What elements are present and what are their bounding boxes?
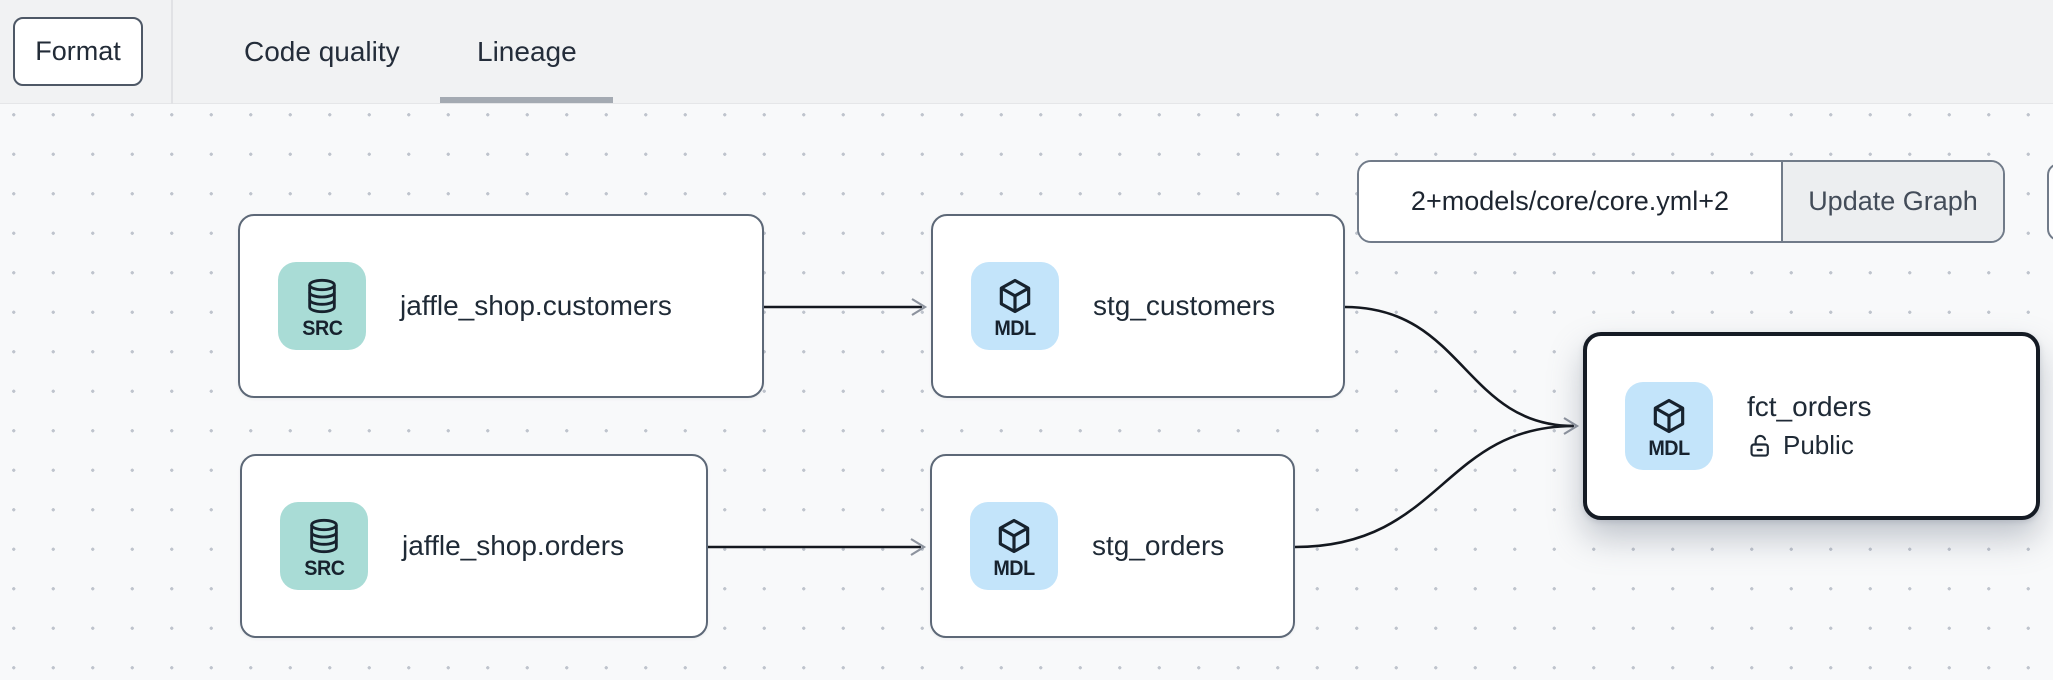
- edge-stgcustomers-to-fct: [1344, 305, 1575, 428]
- lineage-node-jaffle-shop-orders[interactable]: SRC jaffle_shop.orders: [240, 454, 708, 638]
- node-access-row: Public: [1747, 430, 1872, 461]
- database-icon: [308, 278, 336, 313]
- edge-arrowhead-icon: [911, 298, 928, 316]
- lineage-node-jaffle-shop-customers[interactable]: SRC jaffle_shop.customers: [238, 214, 764, 398]
- lineage-node-stg-orders[interactable]: MDL stg_orders: [930, 454, 1295, 638]
- model-type-icon: MDL: [970, 502, 1058, 590]
- unlock-icon: [1750, 434, 1769, 457]
- node-label: stg_orders: [1092, 530, 1225, 561]
- node-access-label: Public: [1783, 430, 1854, 460]
- tab-lineage[interactable]: Lineage: [477, 36, 577, 67]
- node-label: jaffle_shop.orders: [402, 530, 625, 561]
- node-label: fct_orders: [1747, 391, 1872, 422]
- node-text-block: fct_orders Public: [1747, 391, 1872, 461]
- toolbar-divider: [171, 0, 173, 104]
- lineage-node-fct-orders-selected[interactable]: MDL fct_orders Public: [1583, 332, 2040, 520]
- model-type-icon: MDL: [971, 262, 1059, 350]
- active-tab-underline: [440, 97, 613, 103]
- lineage-edges: [708, 298, 1580, 556]
- cube-icon: [999, 278, 1031, 313]
- node-label: jaffle_shop.customers: [400, 290, 672, 321]
- cube-icon: [1653, 398, 1685, 433]
- lineage-canvas[interactable]: SRC jaffle_shop.customers MDL stg_custom…: [0, 104, 2053, 680]
- node-type-badge: MDL: [994, 316, 1036, 340]
- edge-arrowhead-icon: [1563, 417, 1580, 435]
- cube-icon: [998, 518, 1030, 553]
- source-type-icon: SRC: [278, 262, 366, 350]
- lineage-selector-group: Update Graph: [1357, 160, 2005, 243]
- node-type-badge: SRC: [301, 316, 343, 340]
- update-graph-button[interactable]: Update Graph: [1781, 162, 2003, 241]
- partial-right-button[interactable]: [2047, 163, 2053, 241]
- node-type-badge: MDL: [993, 556, 1035, 580]
- model-type-icon: MDL: [1625, 382, 1713, 470]
- database-icon: [310, 518, 338, 553]
- lineage-node-stg-customers[interactable]: MDL stg_customers: [931, 214, 1345, 398]
- tab-code-quality[interactable]: Code quality: [244, 36, 400, 67]
- node-type-badge: MDL: [1648, 436, 1690, 460]
- source-type-icon: SRC: [280, 502, 368, 590]
- node-type-badge: SRC: [303, 556, 345, 580]
- lineage-selector-input[interactable]: [1359, 162, 1781, 241]
- edge-arrowhead-icon: [910, 538, 927, 556]
- toolbar: Format Code quality Lineage: [0, 0, 2053, 104]
- edge-stgorders-to-fct: [1294, 424, 1575, 549]
- node-label: stg_customers: [1093, 290, 1276, 321]
- format-button[interactable]: Format: [13, 17, 143, 86]
